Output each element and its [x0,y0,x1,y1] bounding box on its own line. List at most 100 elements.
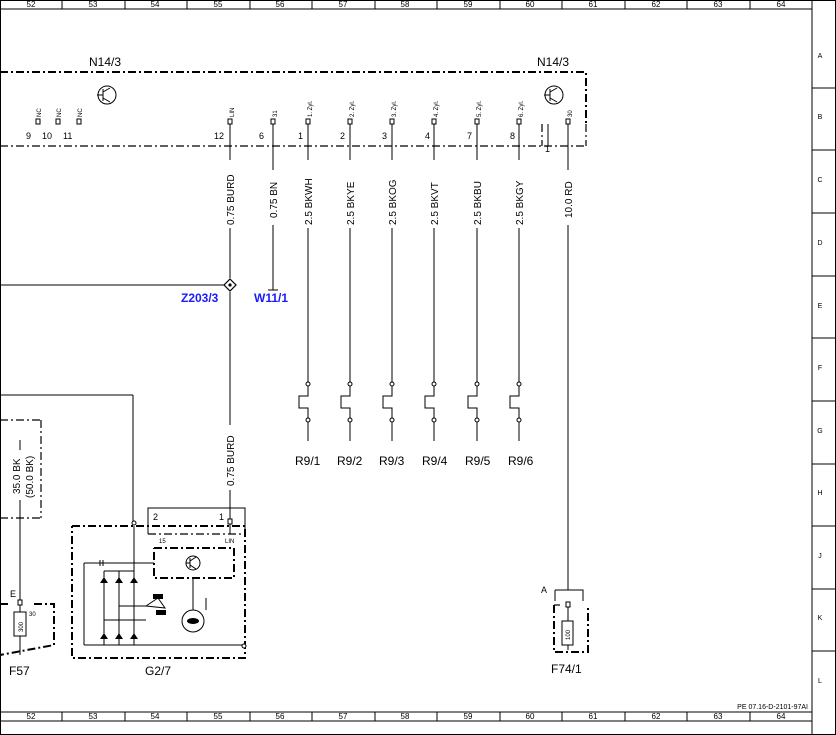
wire-label: 35.0 BK [12,458,23,494]
column-label: 60 [526,712,535,721]
glow-plug-labels: R9/1 R9/2 R9/3 R9/4 R9/5 R9/6 [295,454,534,468]
fuse-terminal: A [541,585,547,595]
glow-plug-label: R9/3 [379,454,405,468]
pin-number: 1 [545,144,550,154]
fuse-rating: 100 [566,629,572,640]
pin-number: 11 [63,131,72,141]
pin-number: 10 [42,131,52,141]
column-label: 53 [89,0,98,9]
wire-label: 0.75 BN [269,182,280,218]
row-label: G [817,428,822,435]
pin-label: LIN [230,108,236,117]
pin-number: 7 [467,131,472,141]
row-label: B [818,114,823,121]
pin-label: 2. Zyl. [350,100,356,117]
row-label: J [818,553,822,560]
glow-plug-label: R9/5 [465,454,491,468]
alternator-g2-7: 2 1 15 LIN [71,507,247,678]
row-label: E [818,303,823,310]
wire-cyl-3: 2.5 BKOG [388,124,399,384]
ground-label: W11/1 [254,291,288,305]
alternator-pin-label: LIN [225,539,234,545]
wire-label: 2.5 BKYE [346,181,357,225]
pin-label: 5. Zyl. [477,100,483,117]
wire-label: 2.5 BKBU [473,181,484,225]
pin-9: NC 9 [26,108,43,141]
column-label: 57 [339,712,348,721]
pin-30: 30 1 [545,110,574,154]
pin-cyl-5: 5. Zyl. 7 [467,100,483,141]
wire-label: 2.5 BKVT [430,182,441,225]
pin-number: 4 [425,131,430,141]
row-label: F [818,365,822,372]
row-label: D [817,240,822,247]
pin-label: NC [78,108,84,117]
transistor-icon [97,85,117,105]
pin-cyl-4: 4. Zyl. 4 [425,100,440,141]
pin-cyl-2: 2. Zyl. 2 [340,100,356,141]
wire-rd: 10.0 RD [547,124,575,590]
column-label: 62 [652,0,661,9]
pin-cyl-6: 6. Zyl. 8 [510,100,525,141]
column-label: 60 [526,0,535,9]
wire-label: 0.75 BURD [226,174,237,225]
pin-number: 6 [259,131,264,141]
splice-z203-3: Z203/3 [181,278,237,305]
wire-label: (50.0 BK) [25,456,36,498]
column-label: 56 [276,712,285,721]
pin-number: 9 [26,131,31,141]
fuse-f74-1: A 100 F74/1 [541,585,589,676]
column-label: 59 [464,0,473,9]
column-label: 63 [714,0,723,9]
pin-number: 3 [382,131,387,141]
connector-label-right: N14/3 [537,55,569,69]
pin-10: NC 10 [42,108,63,141]
fuse-terminal: E [10,589,16,599]
fuse-rating: 300 [19,621,25,632]
pin-number: 8 [510,131,515,141]
glow-plug-label: R9/6 [508,454,534,468]
column-label: 55 [214,0,223,9]
pin-number: 2 [340,131,345,141]
pin-label: 1. Zyl. [308,100,314,117]
column-labels-bottom: 52 53 54 55 56 57 58 59 60 61 62 63 64 [27,712,786,721]
glow-plug-icon [424,381,437,441]
glow-plug-icon [340,381,353,441]
pin-lin: LIN 12 [214,108,236,141]
rectifier-bridge-icon [83,526,245,646]
alternator-label: G2/7 [145,664,171,678]
transistor-icon [544,85,564,105]
pin-label: 4. Zyl. [434,100,440,117]
glow-plug-label: R9/2 [337,454,363,468]
pin-label: 3. Zyl. [392,100,398,117]
column-label: 63 [714,712,723,721]
wire-label: 2.5 BKWH [304,178,315,225]
connector-label-left: N14/3 [89,55,121,69]
column-label: 64 [777,712,786,721]
pin-label: 6. Zyl. [519,100,525,117]
column-label: 52 [27,712,36,721]
document-reference: PE 07.16-D-2101-97AI [737,704,808,711]
row-label: H [817,490,822,497]
pin-cyl-1: 1. Zyl. 1 [298,100,314,141]
row-label: C [817,177,822,184]
glow-plug-icon [298,381,311,441]
transistor-icon [185,555,201,571]
row-label: A [818,53,823,60]
glow-plug-icon [467,381,480,441]
column-label: 55 [214,712,223,721]
column-label: 59 [464,712,473,721]
wire-label: 2.5 BKGY [515,180,526,225]
fuse-pin: 30 [29,612,36,618]
column-label: 64 [777,0,786,9]
pin-label: 31 [273,110,279,117]
pin-31: 31 6 [259,110,279,141]
pin-11: NC 11 [63,108,84,141]
alternator-pin-number: 1 [219,512,224,522]
column-label: 61 [589,712,598,721]
row-label: K [818,615,823,622]
pin-label: 30 [568,110,574,117]
column-label: 58 [401,712,410,721]
